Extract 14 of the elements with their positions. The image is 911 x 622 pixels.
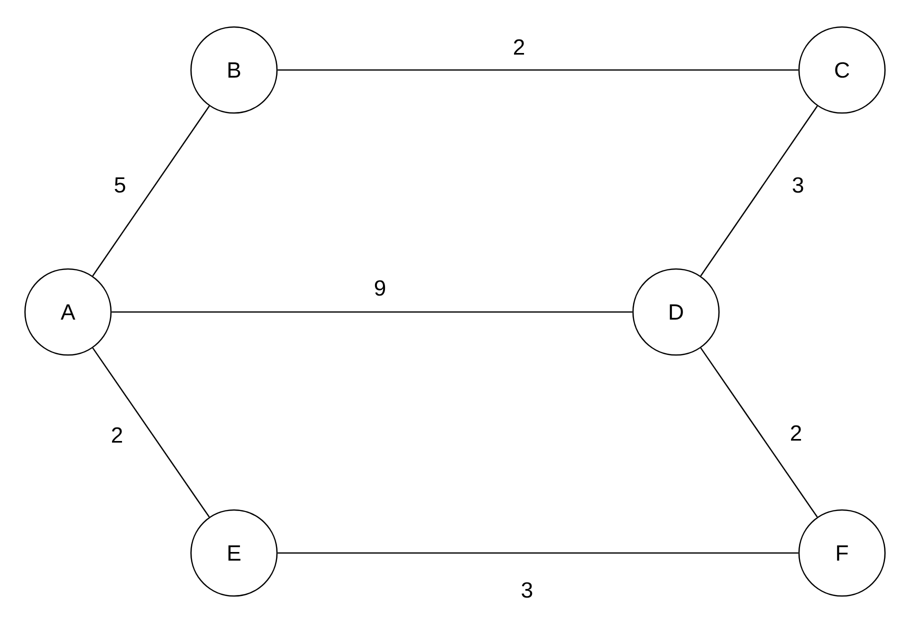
edge-label: 3	[520, 581, 534, 599]
edge-line	[278, 552, 798, 554]
edge-line	[92, 348, 210, 518]
edge-line	[112, 311, 632, 313]
edge-label: 2	[512, 38, 526, 56]
edge-line	[700, 348, 818, 518]
edge-label: 2	[110, 426, 124, 444]
edge-label: 2	[788, 424, 804, 442]
edge-line	[92, 106, 210, 276]
edge-label: 9	[372, 279, 388, 297]
edge-label: 3	[790, 176, 806, 194]
edge-label: 5	[112, 176, 128, 194]
edge-line	[700, 106, 818, 276]
edge-line	[278, 69, 798, 71]
